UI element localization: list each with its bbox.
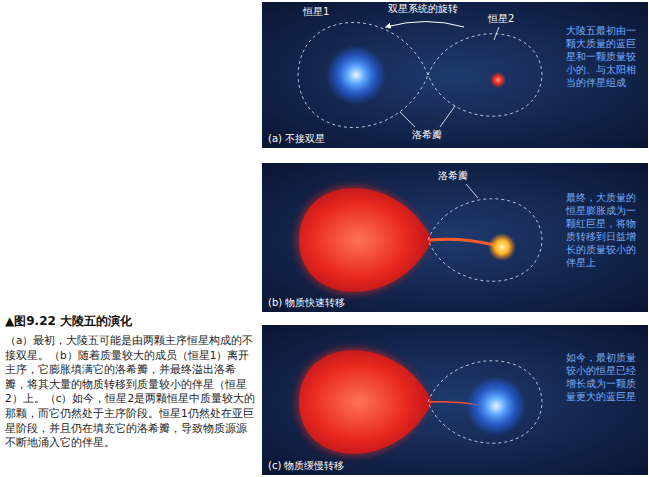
figure-title: ▲图9.22 大陵五的演化 [5,314,132,329]
roche-lobe [298,23,428,128]
leader-line [466,184,478,198]
panel: (b) 物质快速转移 最终，大质量的恒星膨胀成为一颗红巨星，将物质转移到日益增长的… [262,163,648,312]
figure-label: 恒星2 [488,13,514,25]
blue-star [326,45,386,105]
leader-line [440,106,455,127]
blue-giant [466,376,526,436]
figure-label: 洛希瓣 [438,170,468,182]
roche-lobe [428,199,542,282]
panel-b-art [298,184,542,293]
figure-label: 恒星1 [303,6,329,18]
panel-ground [262,163,648,312]
panel-ground [262,325,648,475]
roche-lobe [428,361,542,444]
figure-caption: （a）最初，大陵五可能是由两颗主序恒星构成的不接双星。（b）随着质量较大的成员（… [5,333,257,450]
panel-a-art [298,22,542,128]
panel-title: (c) 物质缓慢转移 [268,460,344,472]
panel-note: 如今，最初质量较小的恒星已经增长成为一颗质量更大的蓝巨星 [566,351,638,403]
panel-title: (a) 不接双星 [268,133,325,145]
roche-lobe [428,34,542,117]
panel-note: 大陵五最初由一颗大质量的蓝巨星和一颗质量较小的、与太阳相当的伴星组成 [566,24,638,89]
companion-star [488,233,516,261]
panel-title: (b) 物质快速转移 [268,297,345,309]
panel: (a) 不接双星 大陵五最初由一颗大质量的蓝巨星和一颗质量较小的、与太阳相当的伴星… [262,2,648,148]
leader-line [400,112,415,127]
panel-c-art [298,350,542,455]
sun-like-star [490,72,506,88]
panel: (c) 物质缓慢转移 如今，最初质量较小的恒星已经增长成为一颗质量更大的蓝巨星 [262,325,648,475]
mass-stream [430,239,494,245]
rotation-arrow [386,22,464,28]
panel-ground [262,2,648,148]
subgiant [299,350,432,454]
figure-label: 洛希瓣 [412,129,442,141]
figure-label: 双星系统的旋转 [388,3,458,15]
panel-note: 最终，大质量的恒星膨胀成为一颗红巨星，将物质转移到日益增长的质量较小的伴星上 [566,191,638,269]
leader-line [494,27,499,40]
red-giant [299,188,432,292]
